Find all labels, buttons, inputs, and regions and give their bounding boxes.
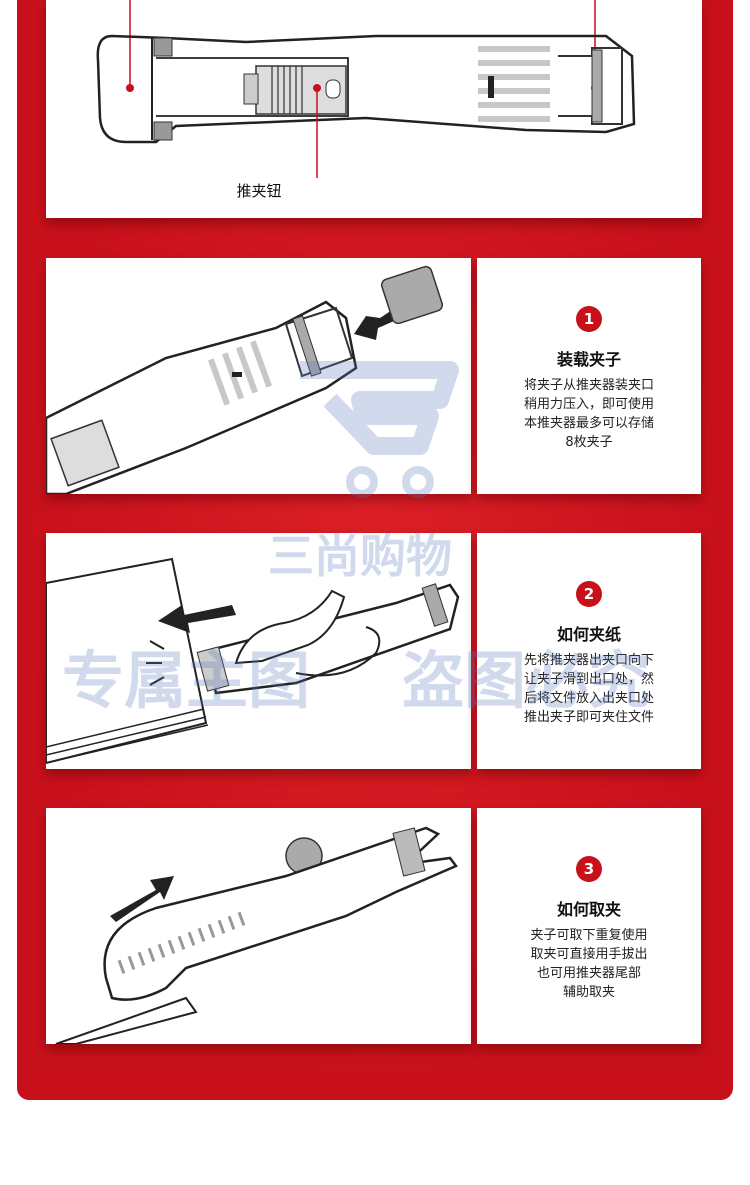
cart-logo-icon xyxy=(300,361,459,498)
step-1-text-panel: 1 装载夹子 将夹子从推夹器装夹口 稍用力压入，即可使用 本推夹器最多可以存储 … xyxy=(477,258,701,494)
dispenser-top-view-illustration xyxy=(96,0,636,178)
push-button-label: 推夹钮 xyxy=(236,182,282,200)
step-3-number-badge: 3 xyxy=(576,856,602,882)
step-3-description: 夹子可取下重复使用 取夹可直接用手拔出 也可用推夹器尾部 辅助取夹 xyxy=(530,928,648,1000)
step-3-title: 如何取夹 xyxy=(556,900,621,919)
step-2-description: 先将推夹器出夹口向下 让夹子滑到出口处，然 后将文件放入出夹口处 推出夹子即可夹… xyxy=(523,653,654,725)
top-illustration-panel: 推夹钮 xyxy=(46,0,702,218)
clipping-paper-illustration xyxy=(46,557,460,765)
removing-clip-illustration xyxy=(55,826,458,1044)
step-1-description: 将夹子从推夹器装夹口 稍用力压入，即可使用 本推夹器最多可以存储 8枚夹子 xyxy=(523,378,654,450)
step-2-illustration-panel xyxy=(46,533,471,769)
step-3-text-panel: 3 如何取夹 夹子可取下重复使用 取夹可直接用手拔出 也可用推夹器尾部 辅助取夹 xyxy=(477,808,701,1044)
step-2-number-badge: 2 xyxy=(576,581,602,607)
step-2-title: 如何夹纸 xyxy=(556,625,621,644)
step-1-illustration-panel xyxy=(46,258,471,494)
step-1-number-badge: 1 xyxy=(576,306,602,332)
loading-clip-illustration xyxy=(46,265,444,494)
step-3-illustration-panel xyxy=(46,808,471,1044)
step-1-title: 装载夹子 xyxy=(556,350,621,369)
step-2-text-panel: 2 如何夹纸 先将推夹器出夹口向下 让夹子滑到出口处，然 后将文件放入出夹口处 … xyxy=(477,533,701,769)
